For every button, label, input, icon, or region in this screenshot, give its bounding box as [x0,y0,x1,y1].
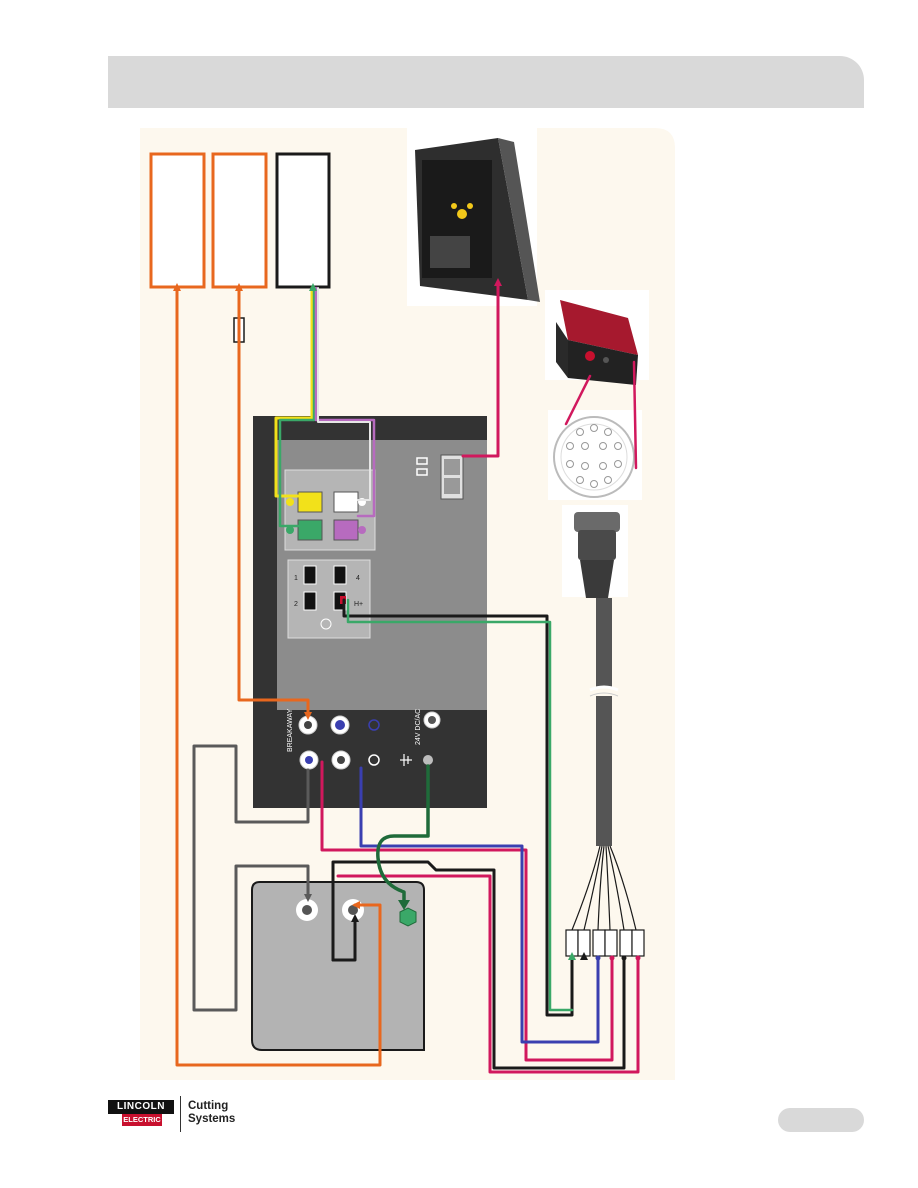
wire-black-bottom [331,860,626,1070]
external-device-box-1 [149,152,206,289]
terminal-label-h: H+ [354,601,363,608]
wire-gray-loop [192,744,310,1012]
terminal-label-4: 4 [356,575,360,582]
wire-black-h [342,598,574,1017]
wire-magenta-loop [320,760,614,1062]
wire-magenta-outer [336,874,640,1074]
logo-division-line1: Cutting [188,1100,229,1112]
external-device-box-2 [211,152,268,289]
interface-panel [253,416,487,808]
terminal-label-1: 1 [294,575,298,582]
logo-divider [180,1096,181,1132]
wire-yellow [274,286,314,498]
logo-electric-text: ELECTRIC [122,1114,162,1126]
wire-pwr-src-2 [632,360,638,470]
external-device-box-3 [275,152,331,289]
wire-green-small [278,286,316,528]
wire-black-enclosure [331,916,357,962]
fourteen-pin-connector-face [548,410,642,500]
wire-orange-long [175,286,382,1067]
logo-division-text: Cutting Systems [188,1100,268,1126]
power-rating-label: 24V DC/AC [415,709,422,745]
breakaway-label: BREAKAWAY [287,708,294,752]
wire-purple [314,286,376,518]
wire-orange-breakaway [237,286,310,718]
laptop-image [407,128,540,306]
wire-white [317,287,371,501]
logo-division-line2: Systems [188,1113,236,1125]
wire-ground [376,764,430,908]
torch-lifter-enclosure [251,881,425,1051]
wire-green-h [346,598,574,1012]
wire-pwr-src-1 [564,374,592,426]
section-header-bar [108,56,864,108]
control-cable [562,505,645,957]
terminal-label-2: 2 [294,601,298,608]
page-number-badge [778,1108,864,1132]
wire-ethernet [461,280,500,458]
power-source-image [545,290,649,385]
wire-blue [359,766,600,1044]
logo-lincoln-text: LINCOLN [108,1100,174,1114]
